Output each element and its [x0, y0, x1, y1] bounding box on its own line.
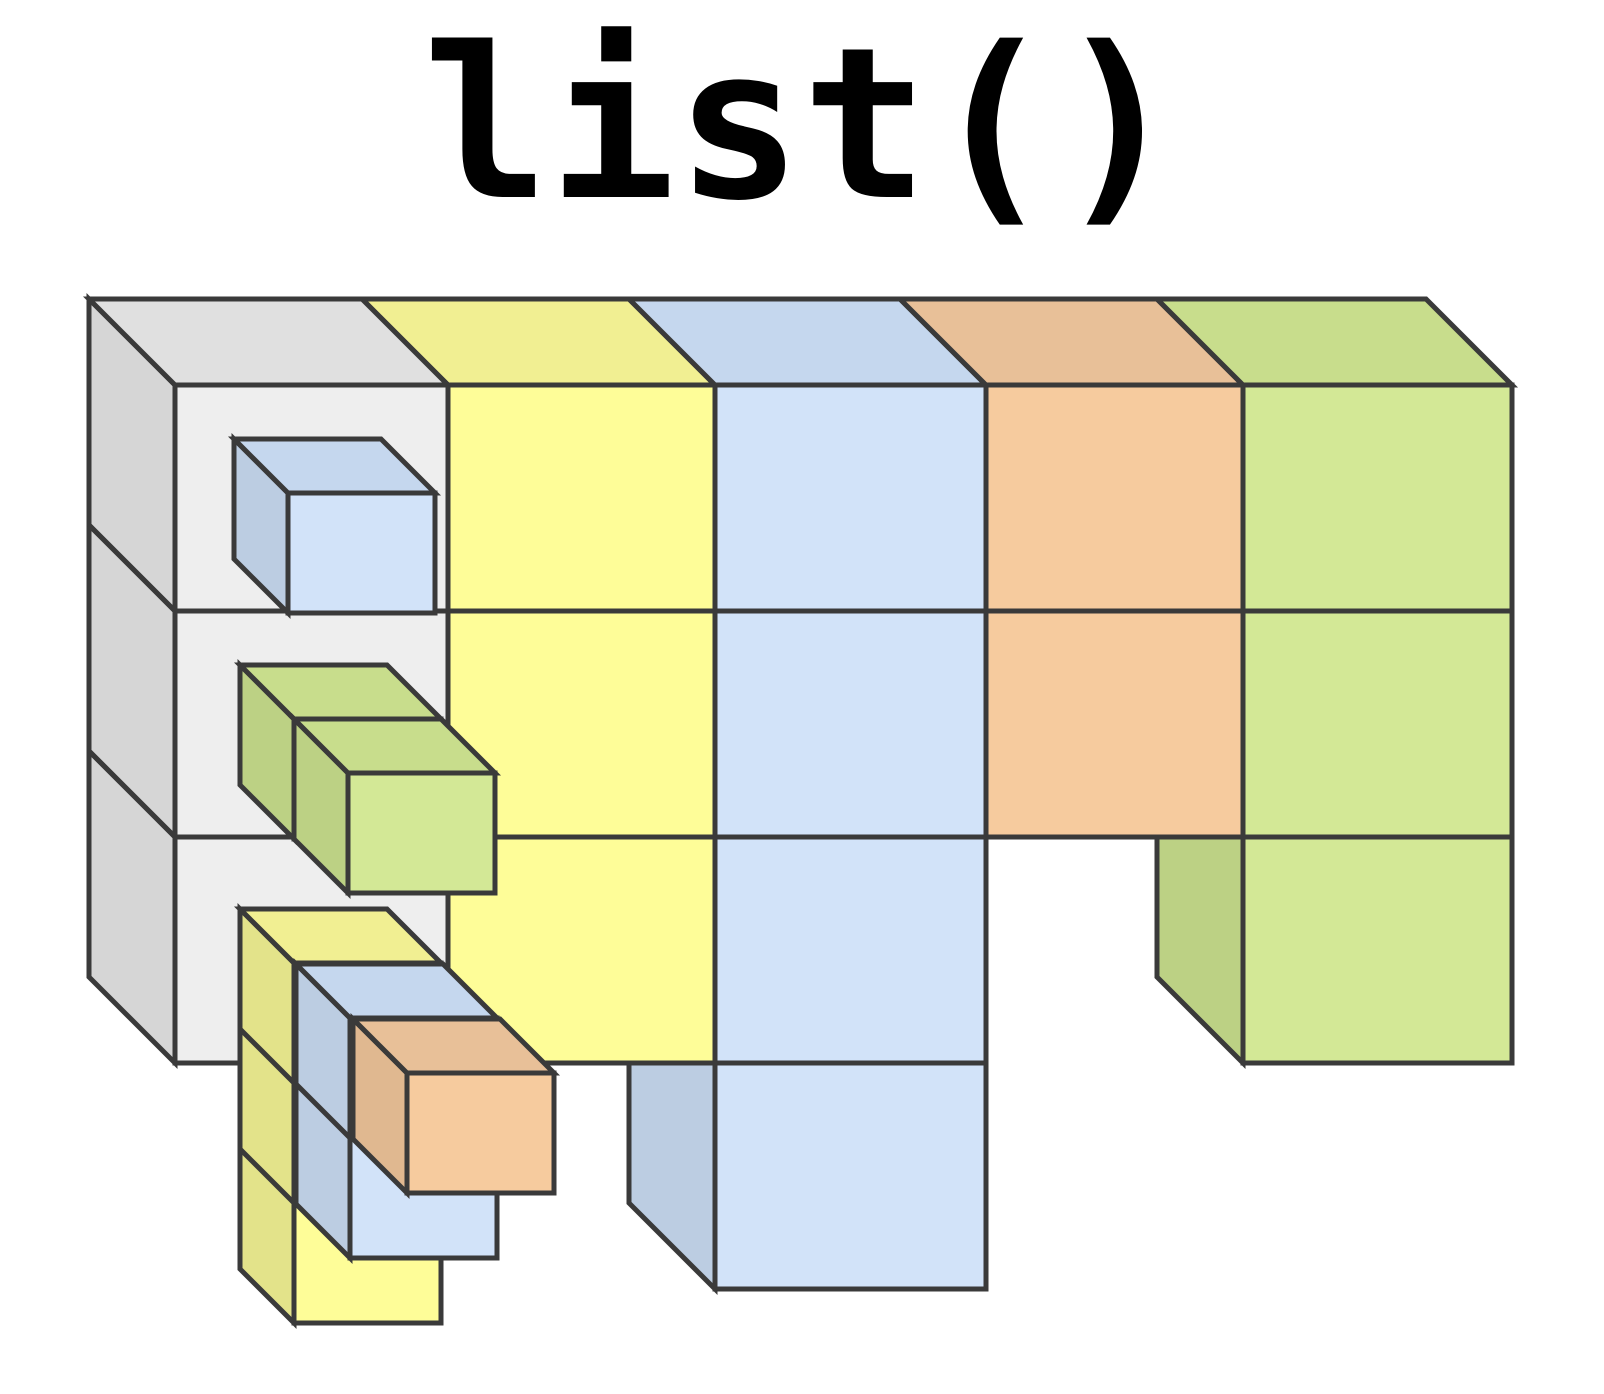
vector-green-cell-1	[1240, 382, 1515, 614]
element-3-yellow-vector-side	[237, 902, 297, 1330]
vector-blue-cell-2	[712, 608, 989, 840]
vector-blue-side	[626, 1060, 718, 1296]
vector-blue-cell-1	[712, 382, 989, 614]
vector-green-cell-2	[1240, 608, 1515, 840]
page-title: list()	[422, 2, 1182, 247]
vector-blue-cell-3	[712, 834, 989, 1066]
vector-yellow-cell-1	[445, 382, 718, 614]
element-3-orange-vector-cell-1	[404, 1070, 557, 1196]
vector-orange-cell-2	[983, 608, 1246, 840]
vector-orange-cell-1	[983, 382, 1246, 614]
element-1-blue-cube-cell-1	[285, 490, 438, 616]
vector-green-cell-3	[1240, 834, 1515, 1066]
vector-green-side	[1154, 834, 1246, 1070]
vector-blue-cell-4	[712, 1060, 989, 1292]
list-container-side-divider-line-1	[87, 523, 177, 613]
list-container-side	[86, 292, 178, 1070]
element-2-green-cube-2-cell-1	[345, 770, 498, 896]
list-container-side-divider-line-2	[87, 749, 177, 839]
element-3-blue-vector-side-divider-1	[294, 1082, 352, 1140]
